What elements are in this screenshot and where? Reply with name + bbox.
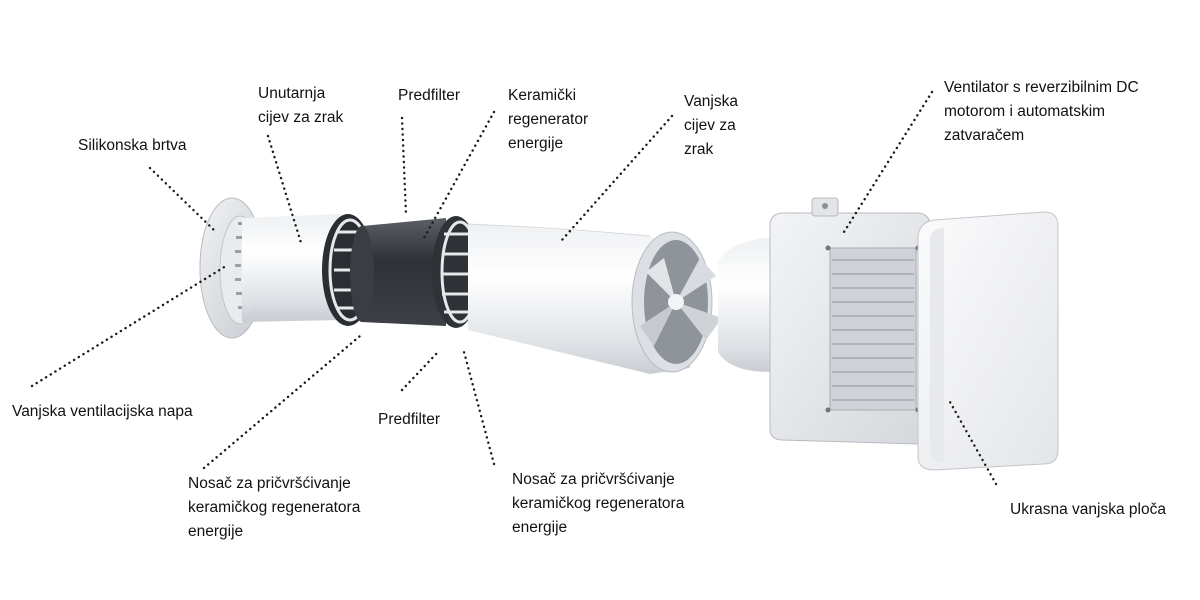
label-bracket-right: Nosač za pričvršćivanje keramičkog regen…: [512, 471, 685, 536]
label-prefilter-top: Predfilter: [398, 87, 461, 104]
outer-ventilation-hood: [718, 197, 931, 445]
outer-air-tube: [467, 223, 690, 374]
label-outer-air-tube: Vanjska cijev za zrak: [684, 93, 738, 158]
label-prefilter-bottom: Predfilter: [378, 411, 441, 428]
label-silicone-seal: Silikonska brtva: [78, 137, 187, 154]
leader-bracket-left: [202, 334, 362, 470]
label-decorative-panel: Ukrasna vanjska ploča: [1010, 501, 1166, 518]
label-inner-air-tube: Unutarnja cijev za zrak: [258, 85, 344, 126]
leader-fan: [842, 90, 934, 234]
leader-prefilter-bottom: [400, 350, 440, 392]
label-outer-ventilation-hood: Vanjska ventilacijska napa: [12, 403, 193, 420]
ceramic-energy-regenerator: [350, 218, 446, 326]
leader-bracket-right: [462, 350, 496, 466]
leader-outer-tube: [560, 114, 674, 242]
leader-prefilter-top: [400, 116, 408, 216]
leader-lines: [30, 90, 998, 486]
label-ceramic-regenerator: Keramički regenerator energije: [508, 87, 589, 152]
leader-ceramic-regenerator: [422, 110, 496, 240]
inner-air-tube: [242, 214, 342, 322]
reversible-dc-fan: [631, 231, 722, 373]
decorative-outer-panel: [917, 211, 1059, 471]
label-fan-motor: Ventilator s reverzibilnim DC motorom i …: [944, 79, 1139, 144]
leader-silicone-seal: [148, 166, 216, 232]
leader-decorative-panel: [948, 400, 998, 486]
leader-outer-hood: [30, 264, 228, 388]
label-bracket-left: Nosač za pričvršćivanje keramičkog regen…: [188, 475, 361, 540]
